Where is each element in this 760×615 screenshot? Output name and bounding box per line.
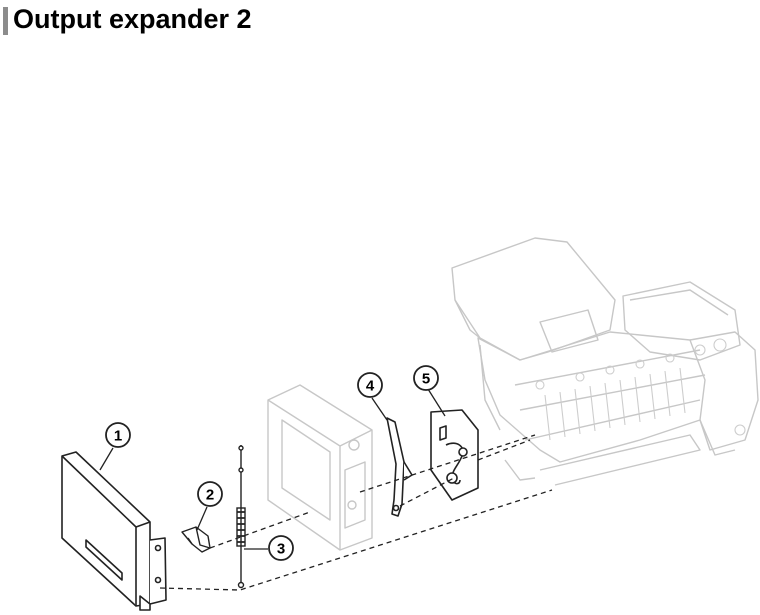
part-5-sensor-plate: [430, 409, 479, 501]
callout-2: 2: [197, 481, 223, 507]
callout-label-5: 5: [422, 371, 430, 388]
callout-3: 3: [268, 535, 294, 561]
callout-5: 5: [413, 365, 439, 391]
callout-label-2: 2: [206, 487, 214, 504]
callout-1: 1: [105, 422, 131, 448]
page-header: Output expander 2: [0, 4, 760, 38]
callout-4: 4: [357, 372, 383, 398]
middle-housing: [267, 384, 373, 551]
title-accent-bar: [3, 7, 8, 35]
part-2-bracket: [181, 526, 211, 553]
callout-label-3: 3: [277, 541, 285, 558]
assembly-guide-lines: [159, 434, 553, 591]
page-title: Output expander 2: [13, 4, 252, 34]
part-1-side-cover: [61, 451, 167, 611]
callout-leaders: [99, 388, 446, 550]
callout-label-4: 4: [366, 378, 375, 395]
part-3-spring-rod: [236, 445, 246, 589]
part-4-lever-arm: [386, 417, 413, 517]
output-expander-assembly: [451, 237, 759, 486]
callout-label-1: 1: [114, 428, 122, 445]
